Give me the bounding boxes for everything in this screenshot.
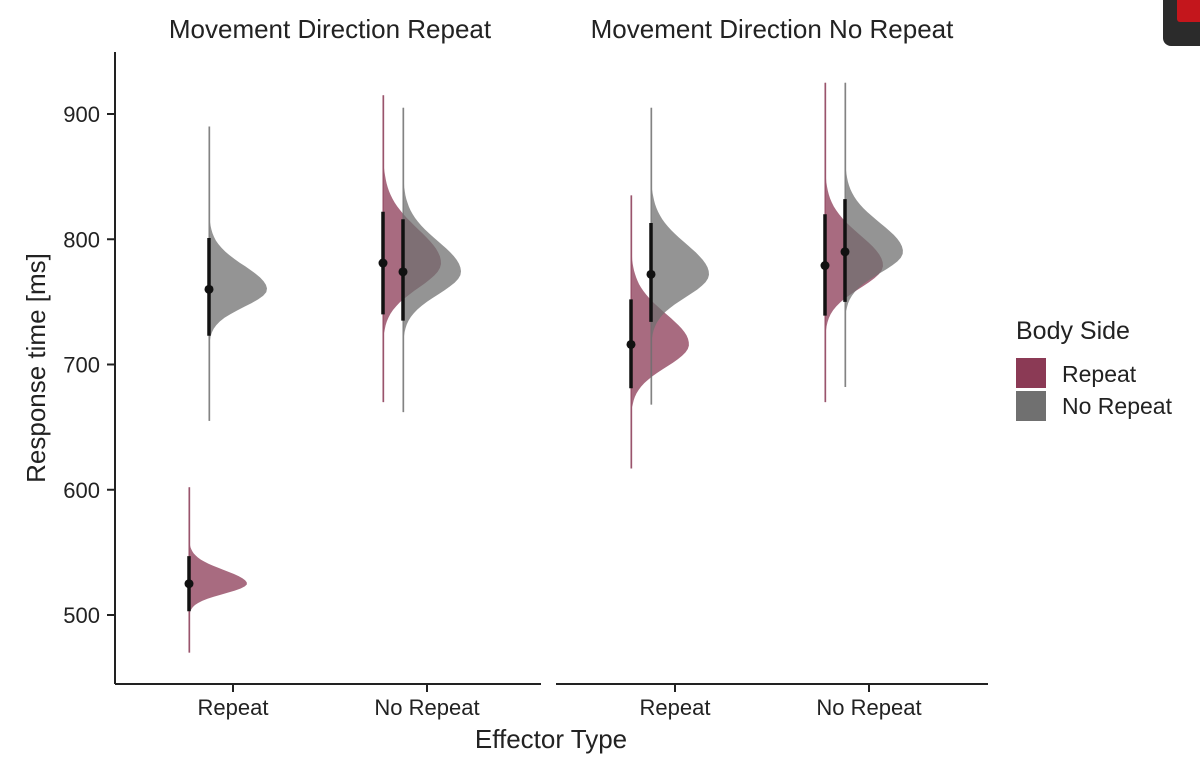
mean-point (398, 267, 408, 277)
panel-title-right: Movement Direction No Repeat (591, 14, 954, 44)
legend-title: Body Side (1016, 317, 1130, 345)
y-axis-ticks: 500 600 700 800 900 (63, 102, 115, 628)
mean-point (840, 247, 850, 257)
legend-label-repeat: Repeat (1062, 361, 1137, 387)
x-axis-title: Effector Type (475, 724, 627, 754)
x-tick-label: No Repeat (374, 695, 479, 720)
mean-point (646, 269, 656, 279)
x-tick-label: Repeat (198, 695, 269, 720)
violin-shape (209, 126, 267, 421)
mean-point (184, 579, 194, 589)
mean-point (204, 284, 214, 294)
pdf-icon-mark (1177, 0, 1200, 22)
y-tick-label: 500 (63, 603, 100, 628)
x-tick-label: Repeat (640, 695, 711, 720)
legend-swatch-repeat (1016, 358, 1046, 388)
mean-point (820, 261, 830, 271)
y-tick-label: 700 (63, 353, 100, 378)
panel-title-left: Movement Direction Repeat (169, 14, 492, 44)
x-axis-ticks: Repeat No Repeat Repeat No Repeat (198, 684, 922, 720)
y-axis-title: Response time [ms] (21, 253, 51, 483)
violin-shape (845, 82, 903, 388)
violin-shape (631, 195, 689, 469)
y-tick-label: 900 (63, 102, 100, 127)
errorbars-layer (184, 199, 850, 612)
mean-point (378, 258, 388, 268)
violins-layer (188, 82, 903, 653)
legend: Body Side Repeat No Repeat (1016, 317, 1173, 421)
violin-shape (651, 107, 709, 405)
legend-label-no-repeat: No Repeat (1062, 393, 1173, 419)
x-tick-label: No Repeat (816, 695, 921, 720)
pdf-icon[interactable] (1163, 0, 1200, 46)
y-tick-label: 800 (63, 227, 100, 252)
y-tick-label: 600 (63, 478, 100, 503)
violin-shape (189, 487, 247, 653)
legend-swatch-no-repeat (1016, 391, 1046, 421)
mean-point (626, 339, 636, 349)
violin-shape (403, 107, 461, 413)
